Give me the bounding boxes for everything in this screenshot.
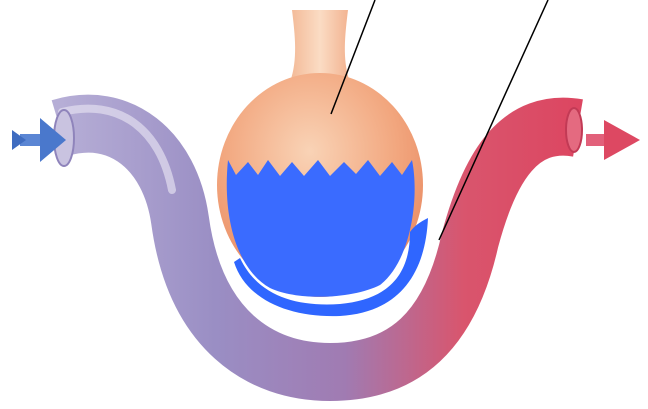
vessel-outlet-opening: [566, 108, 582, 152]
capsule-fill-region: [227, 160, 415, 297]
arrow-out-icon: [586, 120, 640, 160]
capsule-neck: [290, 10, 350, 82]
